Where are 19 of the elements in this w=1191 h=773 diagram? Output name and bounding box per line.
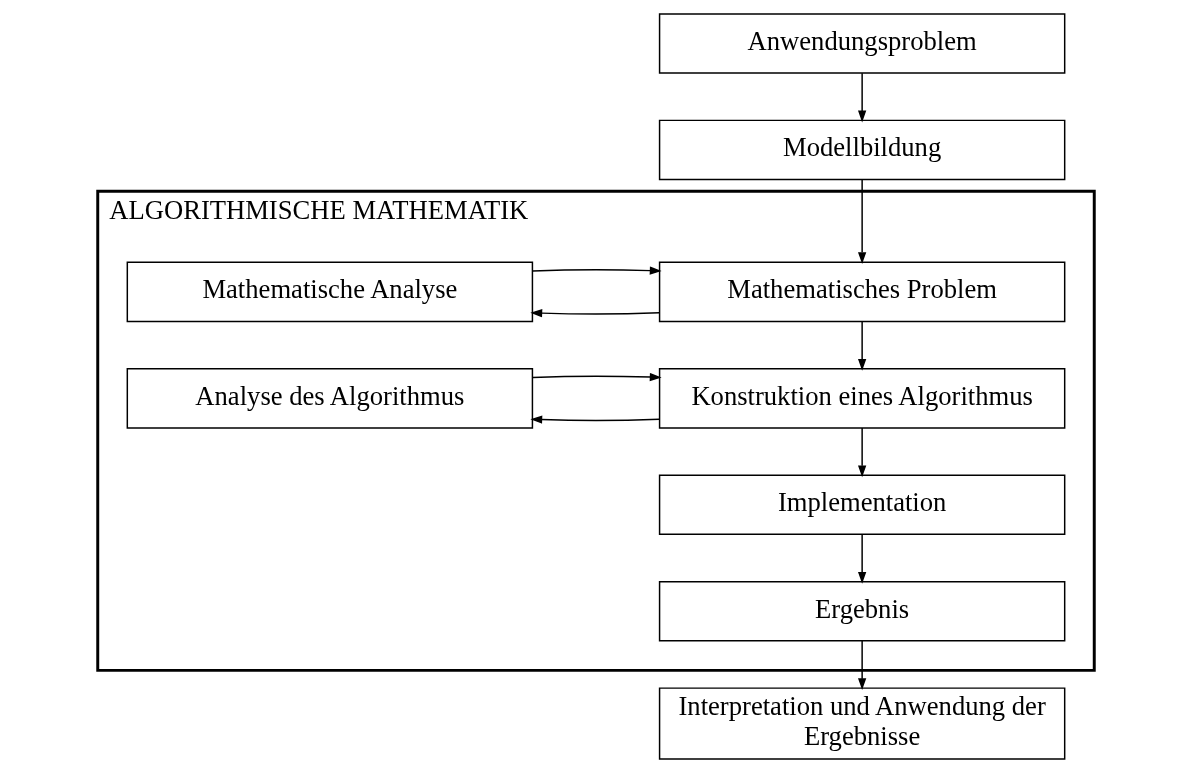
arrow	[857, 178, 866, 265]
node-box: Konstruktion eines Algorithmus	[658, 368, 1065, 429]
node-box: Analyse des Algorithmus	[126, 368, 533, 429]
arrow	[531, 372, 662, 382]
node-box: Implementation	[658, 474, 1065, 536]
node-box: Interpretation und Anwendung der Ergebnisse	[658, 687, 1065, 760]
node-box: Mathematische Analyse	[126, 261, 533, 323]
arrow	[857, 640, 866, 691]
node-box: Anwendungsproblem	[658, 13, 1065, 74]
arrow	[529, 309, 660, 318]
arrow	[857, 427, 866, 478]
arrow	[857, 533, 866, 584]
arrow	[529, 415, 660, 424]
arrow	[857, 320, 866, 371]
node-box: Mathematisches Problem	[658, 261, 1065, 323]
node-box: Ergebnis	[658, 580, 1065, 642]
arrow	[531, 266, 662, 275]
arrow	[857, 72, 866, 123]
node-box: Modellbildung	[658, 119, 1065, 181]
